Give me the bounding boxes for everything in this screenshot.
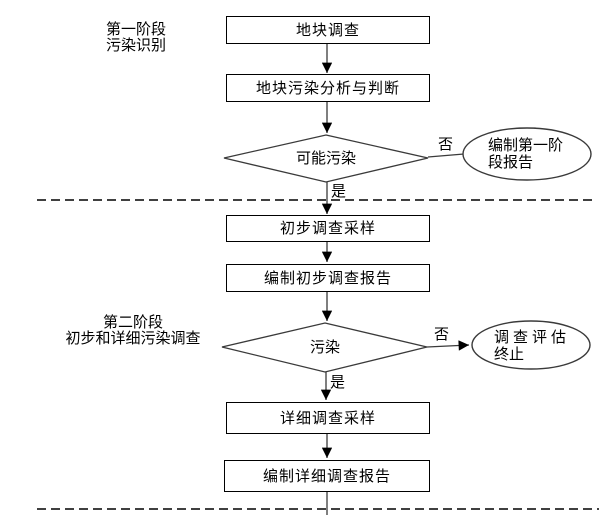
terminator-investigation-end-line1: 调查评估	[494, 329, 571, 346]
process-pollution-analysis: 地块污染分析与判断	[226, 74, 430, 102]
process-site-survey: 地块调查	[226, 16, 430, 44]
decision-pollution-shape	[221, 322, 428, 373]
phase1-stage-label: 第一阶段 污染识别	[100, 22, 172, 54]
terminator-investigation-end-label: 调查评估 终止	[494, 329, 570, 363]
phase2-stage-line2: 初步和详细污染调查	[65, 330, 201, 347]
phase1-stage-line2: 污染识别	[105, 37, 166, 54]
decision1-no-label: 否	[438, 136, 454, 153]
decision-possible-pollution-shape	[223, 134, 429, 183]
phase2-stage-label: 第二阶段 初步和详细污染调查	[40, 315, 226, 347]
terminator-investigation-end-line2: 终止	[494, 346, 525, 363]
phase1-stage-line1: 第一阶段	[105, 21, 166, 38]
terminator-phase1-report-line2: 段报告	[488, 154, 534, 171]
terminator-investigation-end-shape	[471, 320, 591, 370]
terminator-phase1-report-shape	[462, 127, 592, 181]
decision1-yes-label: 是	[331, 183, 347, 200]
terminator-phase1-report-label: 编制第一阶 段报告	[488, 137, 563, 171]
decision2-no-label: 否	[434, 326, 450, 343]
decision-possible-pollution-label: 可能污染	[295, 150, 356, 167]
connector-decision1-no	[427, 153, 465, 158]
decision2-yes-label: 是	[330, 374, 346, 391]
process-detailed-report: 编制详细调查报告	[224, 460, 430, 492]
connector-decision2-no	[426, 340, 470, 351]
terminator-phase1-report-line1: 编制第一阶	[488, 137, 564, 154]
process-detailed-sampling: 详细调查采样	[226, 402, 430, 434]
phase2-stage-line1: 第二阶段	[102, 314, 163, 331]
process-preliminary-report: 编制初步调查报告	[226, 264, 430, 292]
process-preliminary-sampling: 初步调查采样	[226, 215, 430, 242]
decision-pollution-label: 污染	[309, 339, 340, 356]
